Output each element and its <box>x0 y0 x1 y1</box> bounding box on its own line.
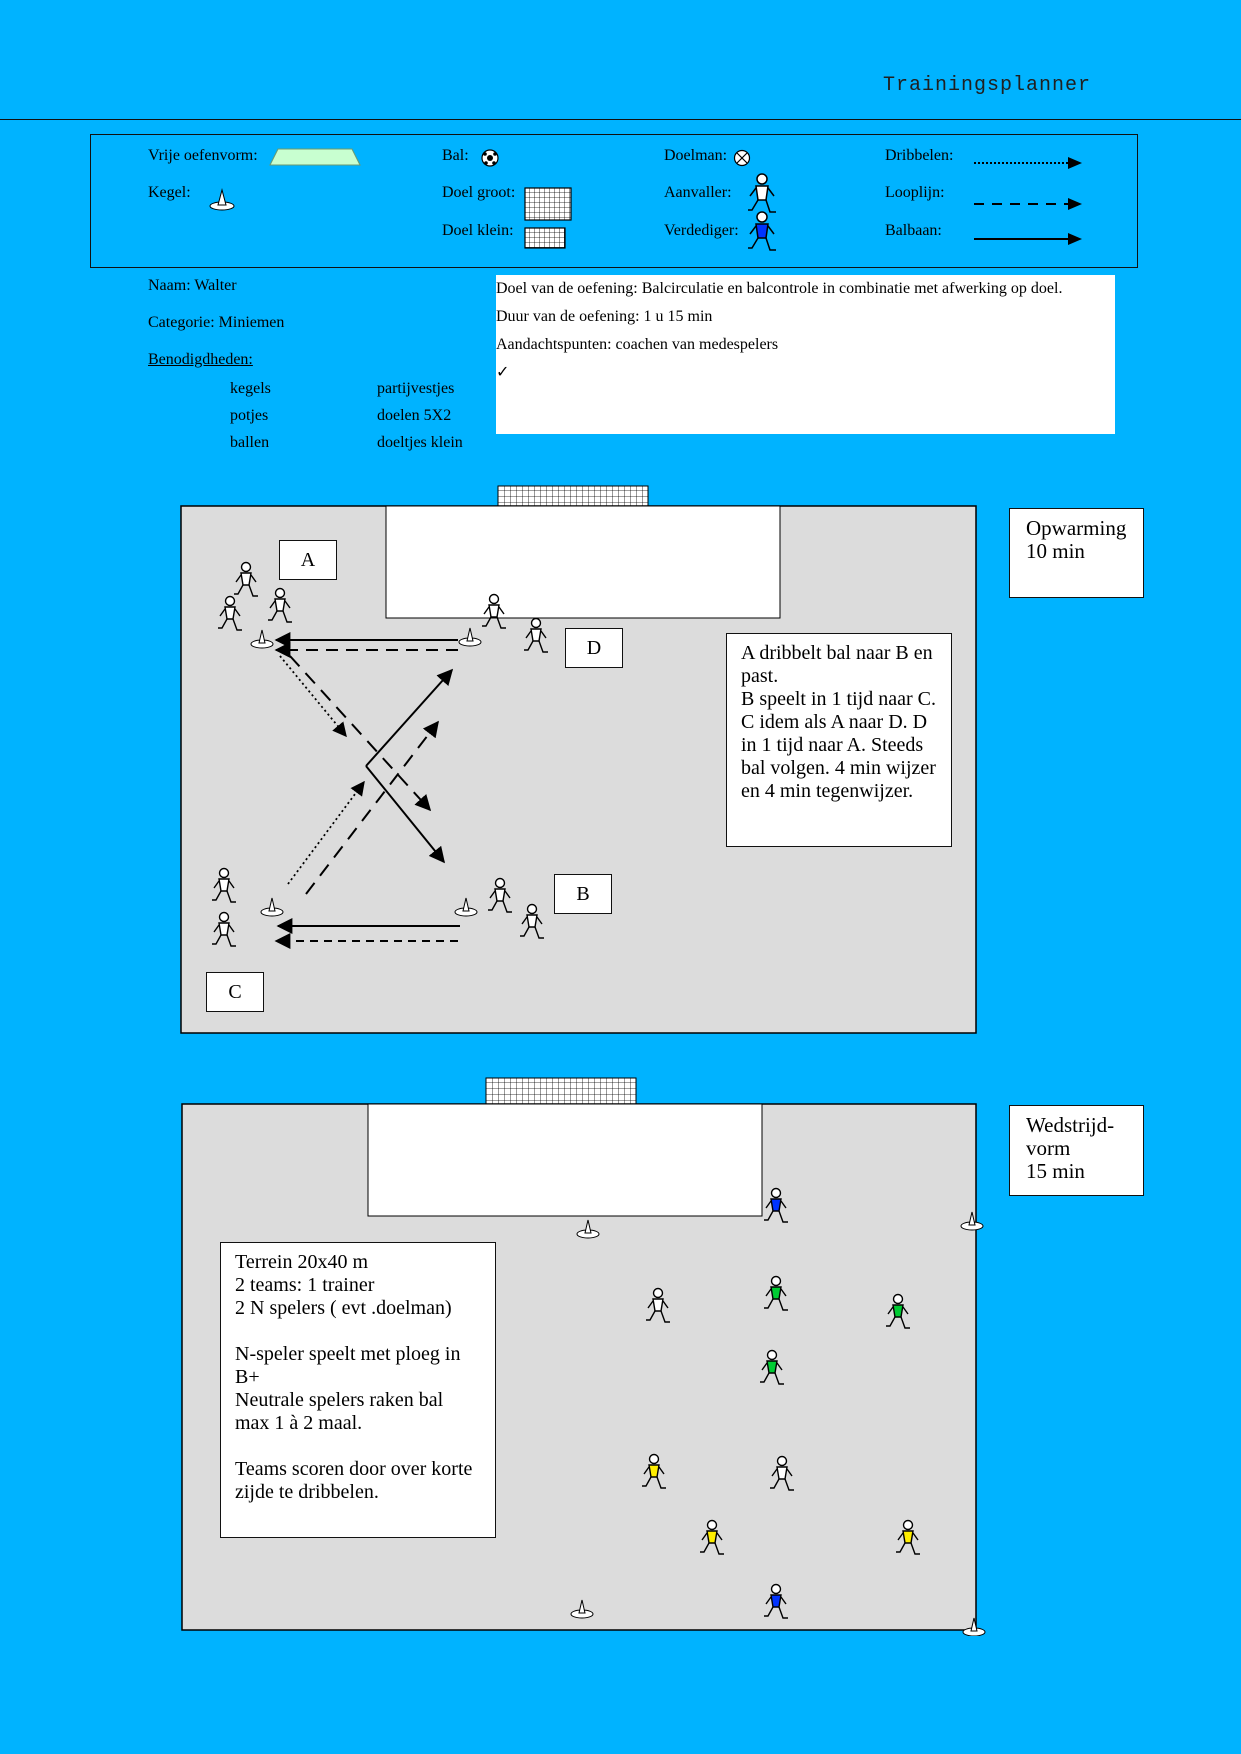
legend-ball-path-label: Balbaan: <box>885 222 942 239</box>
run-line-arrow <box>305 720 439 895</box>
dribble-arrow <box>279 655 347 738</box>
exercise-objective: Doel van de oefening: Balcirculatie en b… <box>496 280 1063 297</box>
penalty-area <box>385 505 781 619</box>
exercise2-description: Terrein 20x40 m 2 teams: 1 trainer 2 N s… <box>220 1242 496 1538</box>
legend-goal-small-label: Doel klein: <box>442 222 514 239</box>
ball-path-icon <box>974 233 1082 245</box>
header-divider <box>0 119 1241 120</box>
group-label-b: B <box>554 874 612 914</box>
exercise-duration: Duur van de oefening: 1 u 15 min <box>496 308 713 325</box>
equipment-item: ballen <box>230 434 270 451</box>
legend-goalkeeper-label: Doelman: <box>664 147 728 164</box>
legend-goal-large-label: Doel groot: <box>442 184 516 201</box>
equipment-item: kegels <box>230 380 271 397</box>
check-mark: ✓ <box>496 364 510 381</box>
legend-ball-label: Bal: <box>442 147 469 164</box>
equipment-title: Benodigdheden: <box>148 351 253 368</box>
legend-defender-label: Verdediger: <box>664 222 739 239</box>
name-field: Naam: Walter <box>148 277 237 294</box>
goal-large-icon <box>524 187 572 221</box>
ball-icon <box>481 149 499 167</box>
ball-path-arrow <box>365 765 446 864</box>
dribble-line-icon <box>974 157 1082 169</box>
exercise-focus: Aandachtspunten: coachen van medespelers <box>496 336 779 353</box>
category-field: Categorie: Miniemen <box>148 314 285 331</box>
free-form-icon <box>269 148 361 166</box>
exercise2-side-label: Wedstrijd- vorm 15 min <box>1009 1105 1144 1196</box>
equipment-item: doelen 5X2 <box>377 407 452 424</box>
exercise-goal-box: Doel van de oefening: Balcirculatie en b… <box>496 275 1115 434</box>
goalkeeper-icon <box>733 149 751 167</box>
ball-path-arrow <box>365 668 454 767</box>
cone-icon <box>209 188 235 211</box>
equipment-item: partijvestjes <box>377 380 455 397</box>
page-title: Trainingsplanner <box>882 74 1091 97</box>
legend-free-form-label: Vrije oefenvorm: <box>148 147 258 164</box>
exercise1-description: A dribbelt bal naar B en past. B speelt … <box>726 633 952 847</box>
defender-icon <box>748 211 776 251</box>
penalty-area <box>367 1103 763 1217</box>
goal-small-icon <box>524 227 566 249</box>
group-label-a: A <box>279 540 337 580</box>
group-label-c: C <box>206 972 264 1012</box>
exercise1-side-label: Opwarming 10 min <box>1009 508 1144 598</box>
equipment-item: potjes <box>230 407 269 424</box>
legend-cone-label: Kegel: <box>148 184 191 201</box>
legend-run-line-label: Looplijn: <box>885 184 945 201</box>
equipment-item: doeltjes klein <box>377 434 463 451</box>
run-line-icon <box>974 198 1082 210</box>
legend-attacker-label: Aanvaller: <box>664 184 732 201</box>
attacker-icon <box>748 173 776 213</box>
dribble-arrow <box>287 780 365 885</box>
run-line-arrow <box>289 655 432 812</box>
exercise1-diagram <box>180 485 977 1034</box>
legend-box <box>90 134 1138 268</box>
legend-dribble-label: Dribbelen: <box>885 147 954 164</box>
group-label-d: D <box>565 628 623 668</box>
